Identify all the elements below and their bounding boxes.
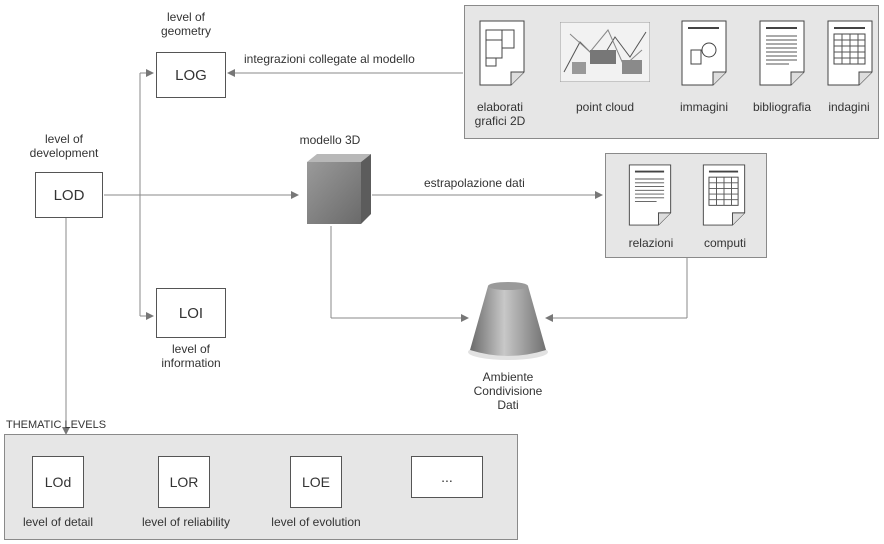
model-caption: modello 3D [299, 133, 361, 147]
thematic-caption: level of reliability [141, 515, 231, 529]
log-node[interactable]: LOG [156, 52, 226, 98]
thematic-node-lod[interactable]: LOd [32, 456, 84, 508]
model-cube-icon [307, 154, 371, 224]
output-item-label: relazioni [628, 236, 674, 250]
integrations-panel: elaborati grafici 2D point cloud immagin… [464, 5, 879, 139]
thematic-node-lor[interactable]: LOR [158, 456, 210, 508]
loi-caption: level of information [161, 342, 221, 370]
output-item-label: computi [703, 236, 747, 250]
reports-icon [628, 164, 672, 226]
extraction-label: estrapolazione dati [424, 176, 525, 190]
integrations-label: integrazioni collegate al modello [244, 52, 415, 66]
output-panel: relazioni computi [605, 153, 767, 258]
thematic-node-more[interactable]: ... [411, 456, 483, 498]
cde-caption: Ambiente Condivisione Dati [473, 370, 543, 412]
panel-item-label: bibliografia [752, 100, 812, 114]
thematic-caption: level of detail [22, 515, 94, 529]
estimates-icon [702, 164, 746, 226]
drawing-2d-icon [479, 20, 525, 86]
lod-node[interactable]: LOD [35, 172, 103, 218]
panel-item-label: point cloud [575, 100, 635, 114]
images-icon [681, 20, 727, 86]
panel-item-label: immagini [679, 100, 728, 114]
bibliography-icon [759, 20, 805, 86]
log-caption: level of geometry [160, 10, 212, 38]
panel-item-label: indagini [828, 100, 870, 114]
loi-node[interactable]: LOI [156, 288, 226, 338]
thematic-node-loe[interactable]: LOE [290, 456, 342, 508]
thematic-caption: level of evolution [271, 515, 361, 529]
lod-caption: level of development [29, 132, 99, 160]
point-cloud-image [560, 22, 650, 82]
panel-item-label: elaborati grafici 2D [474, 100, 526, 128]
surveys-icon [827, 20, 873, 86]
thematic-panel: LOd level of detail LOR level of reliabi… [4, 434, 518, 540]
cde-cone-icon [468, 282, 548, 360]
thematic-title: THEMATIC LEVELS [6, 419, 107, 431]
